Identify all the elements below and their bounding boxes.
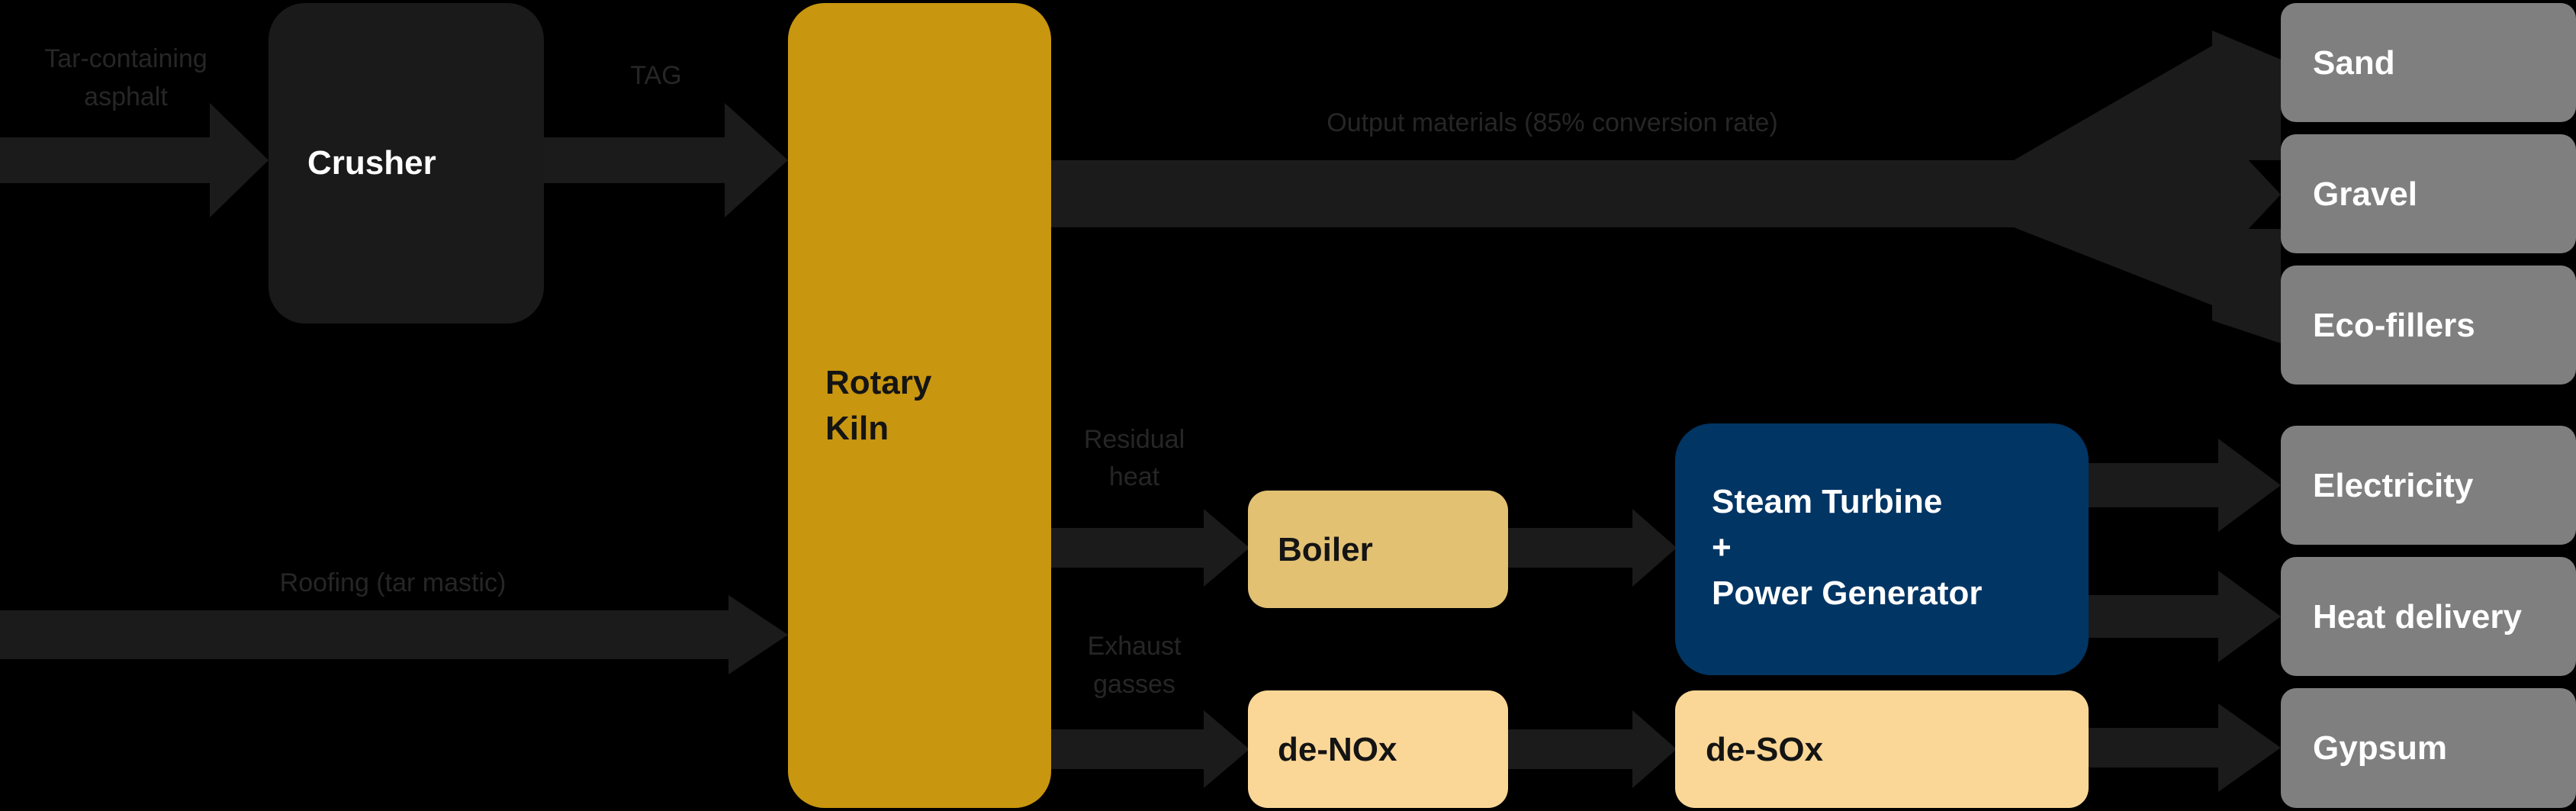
arrow-asphalt-to-crusher	[0, 103, 269, 217]
flow-arrows	[0, 31, 2281, 792]
node-boiler-label: Boiler	[1278, 531, 1373, 568]
output-electricity-label: Electricity	[2313, 467, 2474, 504]
output-gypsum-label: Gypsum	[2313, 729, 2447, 767]
node-turbine-label-2: +	[1712, 529, 1732, 566]
node-crusher: Crusher	[269, 3, 544, 323]
output-gravel: Gravel	[2281, 134, 2576, 253]
output-electricity: Electricity	[2281, 426, 2576, 545]
arrow-crusher-to-kiln	[544, 103, 788, 217]
arrow-turbine-to-electricity	[2089, 439, 2281, 532]
output-gravel-label: Gravel	[2313, 175, 2417, 213]
label-asphalt-input: Tar-containing	[44, 44, 207, 73]
node-denox: de-NOx	[1248, 690, 1508, 808]
node-kiln-label-1: Rotary	[825, 364, 932, 401]
arrow-output-band	[1051, 31, 2281, 343]
flow-labels: Tar-containing asphalt TAG Output materi…	[44, 44, 1778, 699]
node-turbine-label-3: Power Generator	[1712, 574, 1983, 612]
node-denox-label: de-NOx	[1278, 731, 1397, 768]
node-steam-turbine: Steam Turbine + Power Generator	[1675, 423, 2089, 675]
arrow-kiln-to-denox	[1051, 710, 1249, 788]
label-tag: TAG	[630, 61, 681, 90]
output-eco-fillers-label: Eco-fillers	[2313, 307, 2475, 344]
output-sand-label: Sand	[2313, 44, 2395, 82]
label-residual-heat-2: heat	[1109, 462, 1160, 491]
node-rotary-kiln: Rotary Kiln	[788, 3, 1051, 808]
output-eco-fillers: Eco-fillers	[2281, 266, 2576, 385]
arrow-desox-to-gypsum	[2089, 703, 2281, 792]
node-crusher-label: Crusher	[307, 144, 436, 182]
node-turbine-label-1: Steam Turbine	[1712, 483, 1942, 520]
node-desox-label: de-SOx	[1706, 731, 1824, 768]
label-exhaust: Exhaust	[1088, 632, 1182, 661]
node-boiler: Boiler	[1248, 491, 1508, 608]
output-heat-delivery: Heat delivery	[2281, 557, 2576, 676]
node-kiln-label-2: Kiln	[825, 410, 889, 447]
arrow-roofing-to-kiln	[0, 595, 788, 674]
output-heat-delivery-label: Heat delivery	[2313, 598, 2522, 636]
output-sand: Sand	[2281, 3, 2576, 122]
arrow-boiler-to-turbine	[1507, 509, 1677, 587]
arrow-turbine-to-heat	[2089, 571, 2281, 662]
output-gypsum: Gypsum	[2281, 688, 2576, 808]
arrow-kiln-to-boiler	[1051, 509, 1249, 587]
label-asphalt-input-2: asphalt	[84, 82, 168, 111]
label-exhaust-2: gasses	[1093, 670, 1175, 699]
node-desox: de-SOx	[1675, 690, 2089, 808]
label-residual-heat: Residual	[1084, 425, 1185, 454]
label-roofing: Roofing (tar mastic)	[280, 568, 507, 597]
label-output-materials: Output materials (85% conversion rate)	[1327, 108, 1777, 137]
arrow-denox-to-desox	[1507, 710, 1677, 788]
